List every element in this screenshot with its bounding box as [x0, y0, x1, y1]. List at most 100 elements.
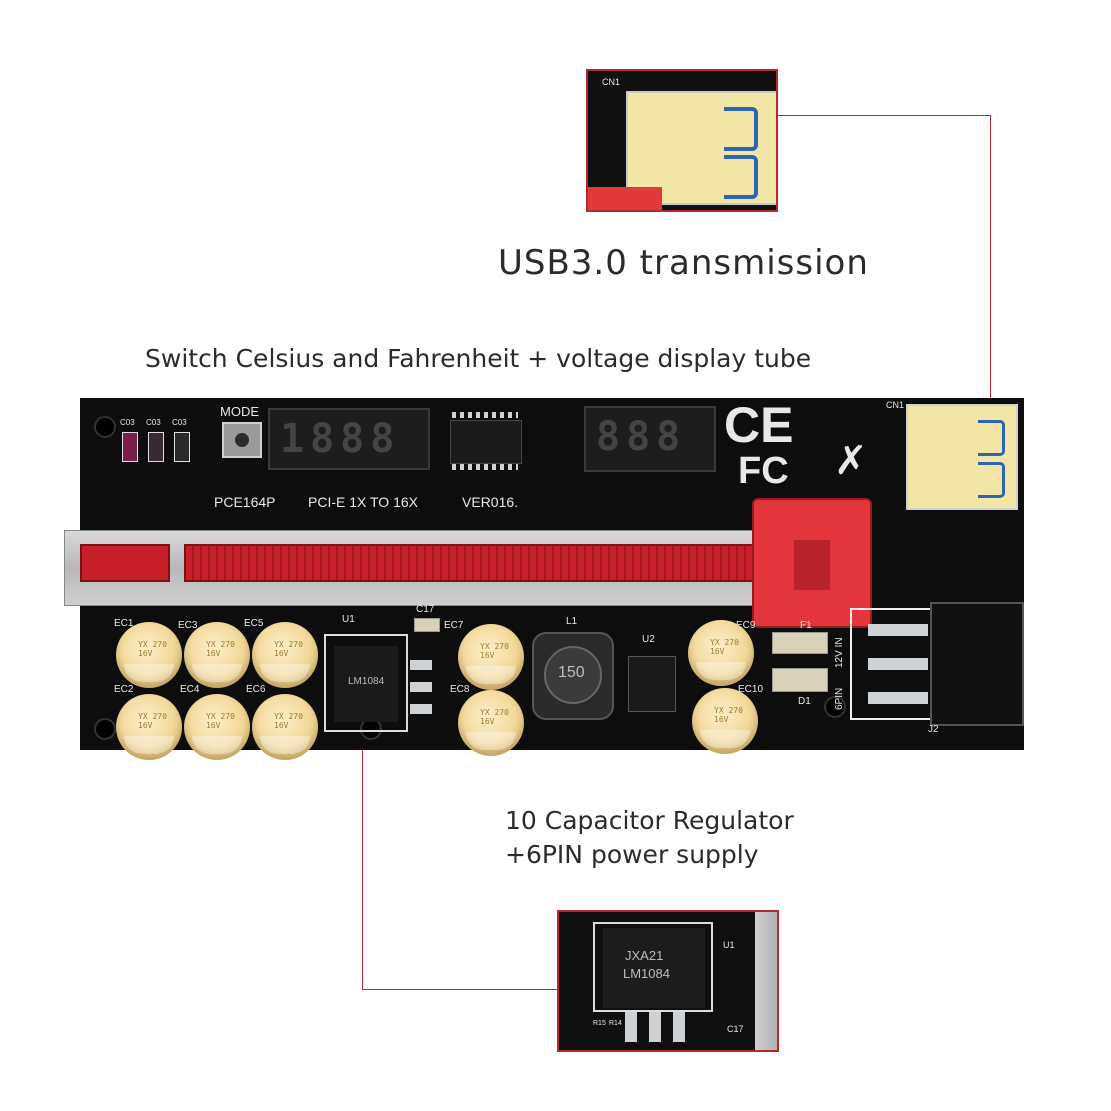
- regulator-inset-bracket: [755, 912, 777, 1050]
- latch-notch: [794, 540, 830, 590]
- onboard-usb-contact-top: [978, 420, 1005, 456]
- power-12v-label: 12V IN: [834, 637, 845, 668]
- led-label-3: C03: [172, 418, 187, 427]
- regulator-u1-pin-2: [410, 682, 432, 692]
- power-pin-3: [868, 692, 928, 704]
- regulator-caption-line1: 10 Capacitor Regulator: [505, 806, 794, 835]
- fuse-f1: [772, 632, 828, 654]
- weee-bin-icon: ✗: [834, 439, 868, 483]
- regulator-inset: JXA21 LM1084 U1 R15 R14 C17: [557, 910, 779, 1052]
- display-right: 888: [584, 406, 716, 472]
- pcie-slot-main: [184, 544, 756, 582]
- regulator-u1-pin-3: [410, 704, 432, 714]
- c17-label: C17: [416, 604, 435, 615]
- regulator-u1-pin-1: [410, 660, 432, 670]
- fc-mark: FC: [738, 450, 789, 492]
- pcie-slot-latch[interactable]: [752, 498, 872, 628]
- regulator-leader-vertical: [362, 672, 363, 989]
- led-2: [148, 432, 164, 462]
- ic-u2: [628, 656, 676, 712]
- inductor-code: 150: [558, 664, 585, 681]
- display-caption: Switch Celsius and Fahrenheit + voltage …: [145, 344, 812, 373]
- j2-label: J2: [928, 724, 939, 735]
- capacitor-ec7: YX 270 16V: [458, 624, 524, 690]
- capacitor-ec2: YX 270 16V: [116, 694, 182, 760]
- usb-leader-horizontal: [778, 115, 990, 116]
- u2-label: U2: [642, 634, 655, 645]
- regulator-inset-r15: R15: [593, 1020, 606, 1027]
- regulator-u1: LM1084: [324, 634, 408, 732]
- usb-inset-contact-top: [724, 107, 758, 151]
- pcie-slot-key-left: [80, 544, 170, 582]
- capacitor-ec8: YX 270 16V: [458, 690, 524, 756]
- regulator-caption-line2: +6PIN power supply: [505, 840, 759, 869]
- usb-caption: USB3.0 transmission: [498, 243, 869, 283]
- inductor-l1-core: 150: [544, 646, 602, 704]
- riser-board: C03 C03 C03 MODE 1888 888 CE FC ✗ PCE164…: [64, 397, 1024, 760]
- power-6pin-label: 6PIN: [834, 687, 845, 710]
- ec6-label: EC6: [246, 684, 266, 695]
- regulator-u1-body: LM1084: [334, 646, 398, 722]
- ec3-label: EC3: [178, 620, 198, 631]
- display-left-digits: 1888: [280, 416, 401, 462]
- diode-d1: [772, 668, 828, 692]
- ic-pins-top: [452, 412, 518, 418]
- regulator-inset-line2: LM1084: [623, 966, 670, 981]
- display-right-digits: 888: [596, 414, 687, 460]
- ec1-label: EC1: [114, 618, 134, 629]
- ec10-label: EC10: [738, 684, 764, 695]
- display-left: 1888: [268, 408, 430, 470]
- ec2-label: EC2: [114, 684, 134, 695]
- display-driver-ic: [450, 420, 522, 464]
- capacitor-ec5: YX 270 16V: [252, 622, 318, 688]
- capacitor-ec3: YX 270 16V: [184, 622, 250, 688]
- led-label-2: C03: [146, 418, 161, 427]
- mode-label: MODE: [220, 404, 259, 419]
- ec4-label: EC4: [180, 684, 200, 695]
- regulator-inset-pin-1: [625, 1012, 637, 1042]
- led-3: [174, 432, 190, 462]
- power-pin-1: [868, 624, 928, 636]
- capacitor-ec4: YX 270 16V: [184, 694, 250, 760]
- power-pin-2: [868, 658, 928, 670]
- l1-label: L1: [566, 616, 578, 627]
- mode-button[interactable]: [222, 422, 262, 458]
- ic-pins-bottom: [452, 464, 518, 470]
- onboard-usb-port[interactable]: [906, 404, 1018, 510]
- ec9-label: EC9: [736, 620, 756, 631]
- inductor-l1: 150: [532, 632, 614, 720]
- mount-hole-bl: [94, 718, 116, 740]
- ce-mark: CE: [724, 397, 794, 453]
- ec7-label: EC7: [444, 620, 464, 631]
- usb-inset-contact-bottom: [724, 155, 758, 199]
- model-text: PCE164P: [214, 494, 276, 510]
- usb-inset-cn1-label: CN1: [602, 77, 621, 87]
- usb-inset: CN1: [586, 69, 778, 212]
- ec8-label: EC8: [450, 684, 470, 695]
- capacitor-ec10: YX 270 16V: [692, 688, 758, 754]
- led-1: [122, 432, 138, 462]
- usb-inset-red-latch: [588, 187, 662, 210]
- led-label-1: C03: [120, 418, 135, 427]
- interface-text: PCI-E 1X TO 16X: [308, 494, 418, 510]
- onboard-usb-contact-bottom: [978, 462, 1005, 498]
- version-text: VER016.: [462, 494, 519, 510]
- mode-button-cap: [235, 433, 249, 447]
- regulator-inset-pin-3: [673, 1012, 685, 1042]
- power-socket-housing: [930, 602, 1024, 726]
- f1-label: F1: [800, 620, 812, 631]
- regulator-inset-r14: R14: [609, 1020, 622, 1027]
- capacitor-ec9: YX 270 16V: [688, 620, 754, 686]
- u1-label: U1: [342, 614, 355, 625]
- usb-inset-port: [626, 91, 776, 205]
- capacitor-c17: [414, 618, 440, 632]
- mount-hole-tl: [94, 416, 116, 438]
- regulator-inset-outline: [593, 922, 713, 1012]
- power-connector-6pin[interactable]: [850, 608, 936, 720]
- regulator-u1-code: LM1084: [348, 676, 385, 687]
- cn1-label: CN1: [886, 400, 905, 410]
- regulator-leader-horizontal: [362, 989, 558, 990]
- regulator-inset-u-label: U1: [723, 940, 735, 950]
- regulator-inset-pin-2: [649, 1012, 661, 1042]
- regulator-inset-body: JXA21 LM1084: [603, 928, 705, 1008]
